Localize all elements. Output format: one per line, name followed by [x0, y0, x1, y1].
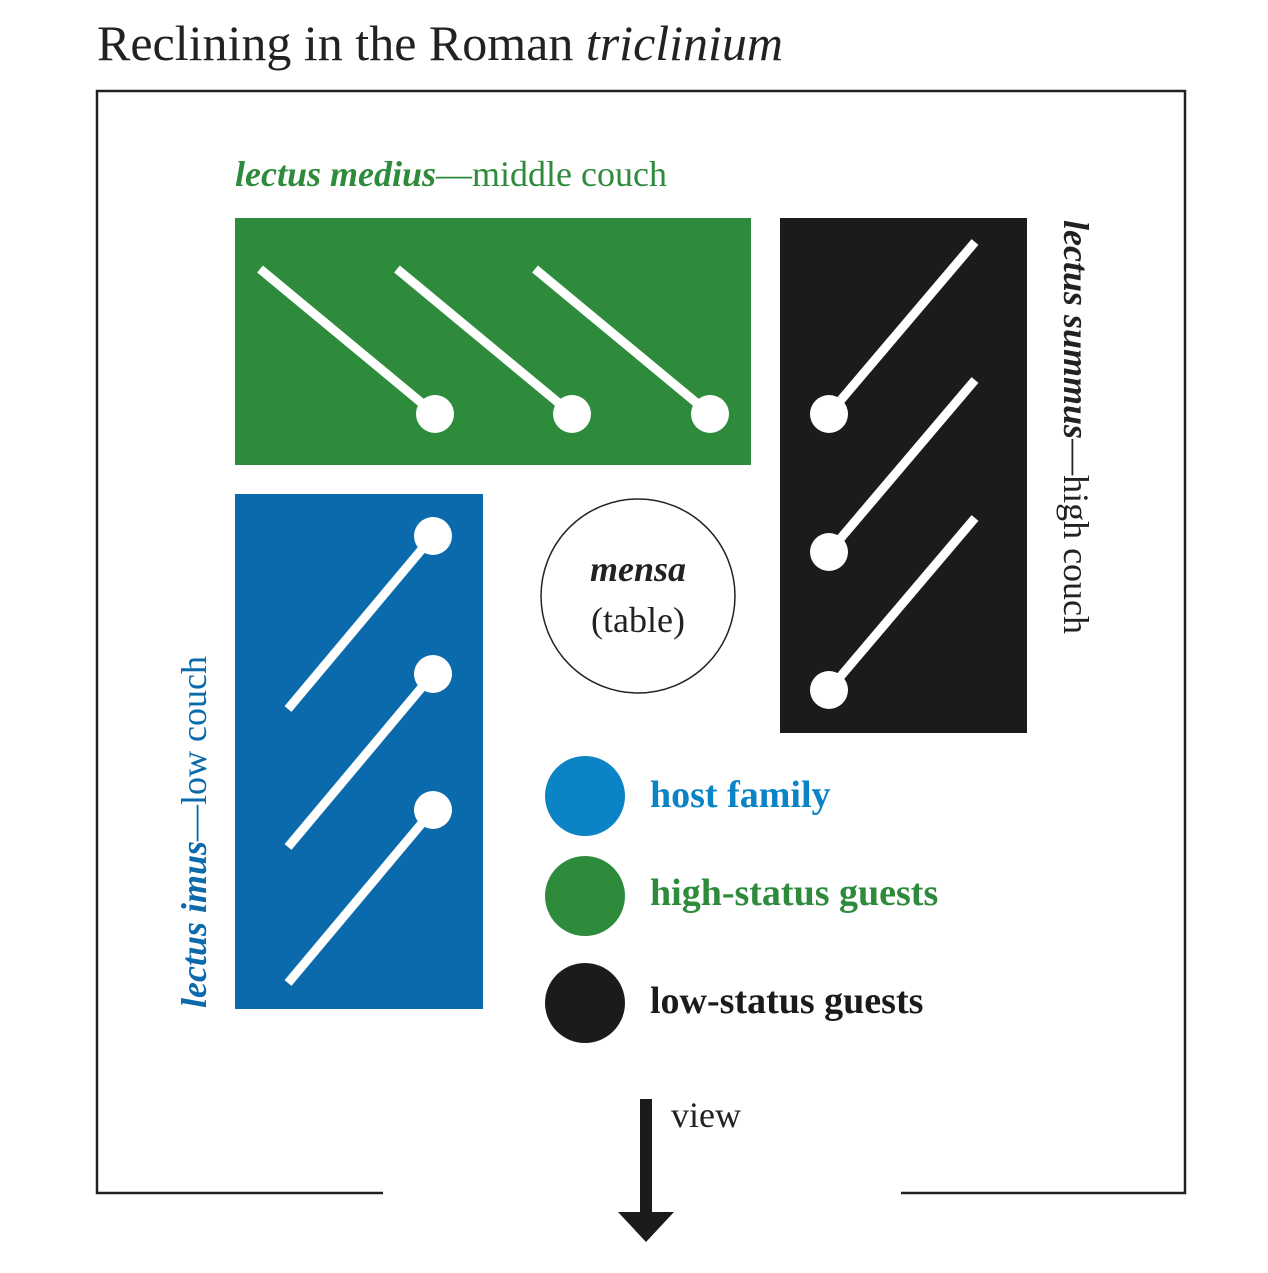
diners-summus: [810, 239, 979, 709]
arrow-down-icon: [618, 1099, 674, 1242]
diner-head-summus-1: [810, 395, 848, 433]
diner-body-medius-2: [394, 265, 575, 418]
couch-imus: [235, 494, 483, 1009]
legend-item-host: host family: [545, 756, 831, 836]
diners-imus: [284, 517, 452, 986]
couch-medius: [235, 218, 751, 465]
diner-head-imus-3: [414, 791, 452, 829]
diner-body-imus-2: [284, 671, 437, 850]
table-latin: mensa: [590, 549, 686, 589]
title-italic-text: triclinium: [586, 15, 783, 71]
legend-item-high: high-status guests: [545, 856, 938, 936]
diner-body-imus-3: [284, 807, 437, 986]
legend: host family high-status guests low-statu…: [545, 756, 938, 1043]
diner-body-medius-3: [532, 265, 713, 418]
legend-label-high: high-status guests: [650, 872, 938, 914]
medius-label: lectus medius—middle couch: [235, 154, 667, 194]
title-text: Reclining in the Roman: [97, 15, 586, 71]
room-frame: [95, 89, 1187, 1195]
diner-head-summus-2: [810, 533, 848, 571]
summus-label: lectus summus—high couch: [1056, 220, 1096, 634]
diner-head-imus-1: [414, 517, 452, 555]
diner-body-medius-1: [257, 265, 438, 418]
diner-head-medius-1: [416, 395, 454, 433]
imus-latin: lectus imus: [174, 841, 214, 1008]
table-circle: [540, 498, 736, 694]
legend-swatch-host: [545, 756, 625, 836]
view-label: view: [671, 1095, 741, 1135]
medius-english: —middle couch: [435, 154, 667, 194]
diner-head-summus-3: [810, 671, 848, 709]
imus-label: lectus imus—low couch: [174, 656, 214, 1008]
legend-label-low: low-status guests: [650, 980, 923, 1022]
imus-english: —low couch: [174, 656, 214, 842]
table-english: (table): [591, 600, 685, 640]
legend-swatch-low: [545, 963, 625, 1043]
summus-english: —high couch: [1056, 438, 1096, 634]
couch-summus: [780, 218, 1027, 733]
diner-body-summus-2: [825, 377, 979, 555]
diner-head-medius-2: [553, 395, 591, 433]
legend-swatch-high: [545, 856, 625, 936]
diners-medius: [257, 265, 729, 433]
summus-latin: lectus summus: [1056, 220, 1096, 439]
legend-item-low: low-status guests: [545, 963, 923, 1043]
diner-body-imus-1: [284, 533, 437, 712]
diner-head-medius-3: [691, 395, 729, 433]
mensa-table: mensa (table): [540, 498, 736, 694]
diagram-title: Reclining in the Roman triclinium: [97, 15, 783, 71]
legend-label-host: host family: [650, 774, 831, 816]
diner-head-imus-2: [414, 655, 452, 693]
diner-body-summus-1: [825, 239, 979, 417]
medius-latin: lectus medius: [235, 154, 436, 194]
diner-body-summus-3: [825, 515, 979, 693]
